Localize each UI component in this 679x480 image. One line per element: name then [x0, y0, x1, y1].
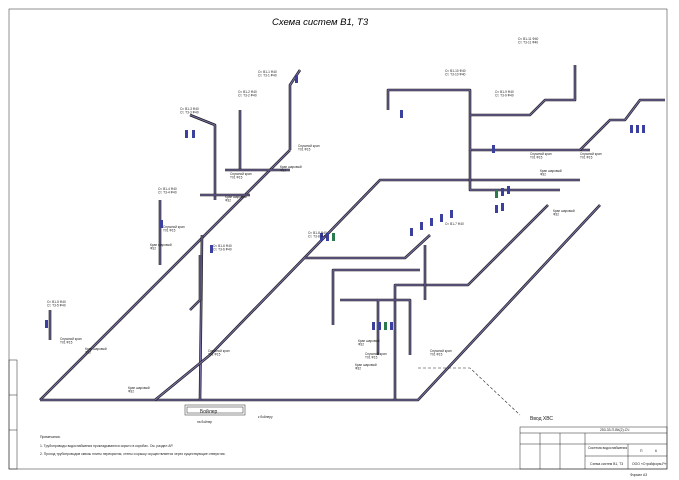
- main-pipework: [39, 65, 665, 402]
- input-label: Ввод ХВС: [530, 416, 553, 422]
- sheet-number: 6: [655, 449, 657, 453]
- drawing-frame: [8, 8, 668, 470]
- margin-stamp: [8, 359, 18, 470]
- boiler-label: Бойлер: [200, 408, 218, 415]
- note-item: 2. Проход трубопроводов сквозь плиты пер…: [40, 452, 226, 456]
- note-item: 1. Трубопроводы водоснабжения прокладыва…: [40, 444, 174, 448]
- notes-heading: Примечания.: [40, 435, 61, 439]
- boiler-room-label: на бойлер: [197, 420, 212, 424]
- fixture-group: [45, 75, 645, 330]
- heater-label: к бойлеру: [258, 415, 273, 419]
- sheet-name: Схема систем В1, Т3: [590, 462, 623, 466]
- company-name: ООО «Стройформ-Р»: [632, 462, 666, 466]
- title-block: 253-33-П-ВК(2)-СЧ Система водоснабжения …: [519, 426, 668, 477]
- doc-code: 253-33-П-ВК(2)-СЧ: [600, 428, 629, 432]
- stage-label: П: [640, 449, 643, 453]
- input-line: [418, 367, 521, 416]
- format-label: Формат А3: [630, 473, 647, 477]
- boiler: [184, 404, 246, 416]
- notes: Примечания. 1. Трубопроводы водоснабжени…: [40, 435, 226, 456]
- section-name: Система водоснабжения: [588, 446, 627, 450]
- drawing-title: Схема систем В1, Т3: [272, 17, 369, 28]
- riser-label: Ст. В1-7 Ф40: [445, 222, 464, 226]
